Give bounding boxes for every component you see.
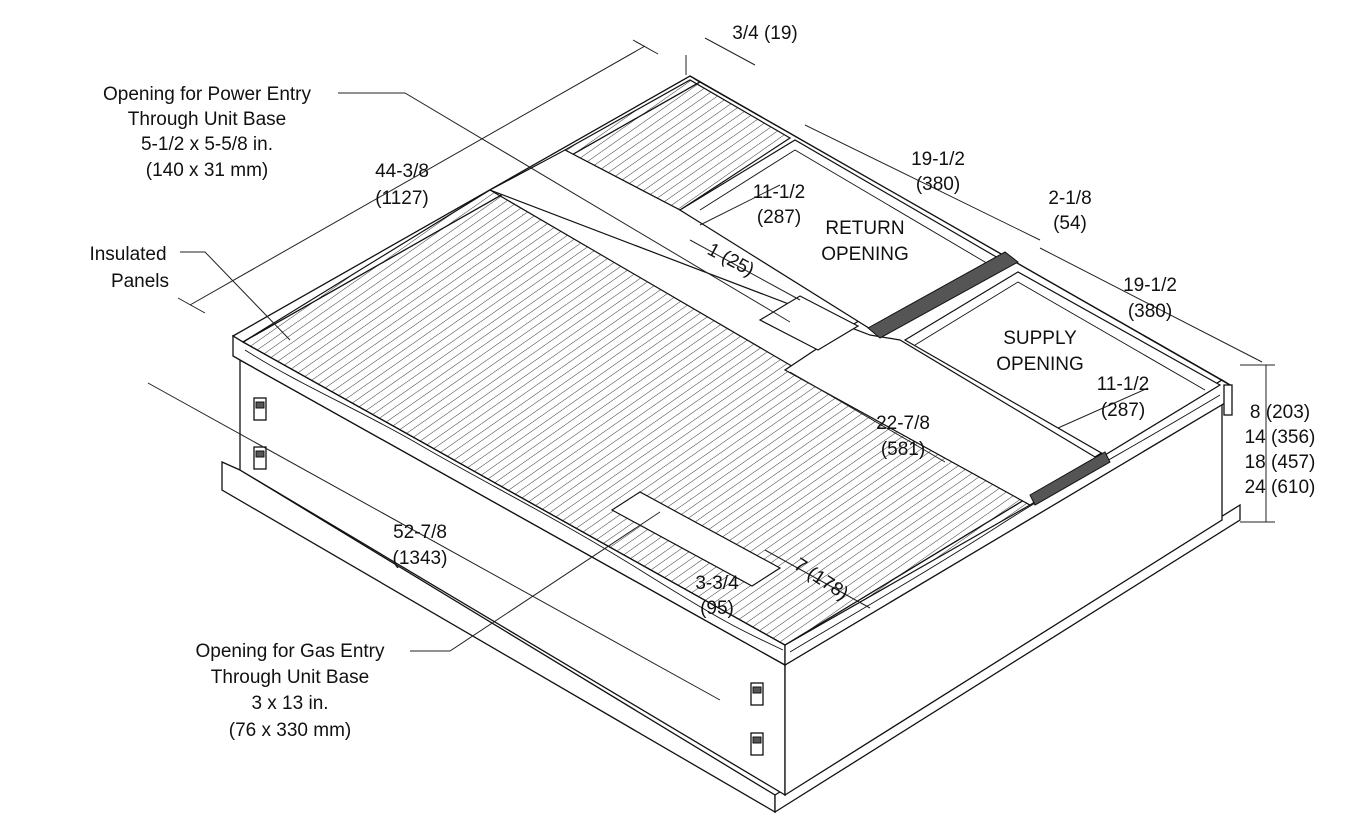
dim-panel-depth: 22-7/8	[876, 413, 930, 434]
dim-supply-width: 11-1/2	[1097, 374, 1149, 395]
callout-insulated-panels: Insulated Panels	[89, 244, 169, 292]
dim-return-length-mm: (380)	[916, 174, 960, 195]
supply-opening-label: SUPPLY OPENING	[996, 328, 1084, 375]
dim-supply-width-mm: (287)	[1101, 400, 1145, 421]
dim-overall-length: 52-7/8	[393, 522, 447, 543]
dim-height-14: 14 (356)	[1245, 427, 1316, 448]
svg-text:OPENING: OPENING	[996, 354, 1084, 375]
supply-opening	[903, 271, 1222, 456]
svg-text:(140 x 31 mm): (140 x 31 mm)	[146, 160, 268, 181]
cross-member	[488, 149, 1102, 506]
dim-supply-length-mm: (380)	[1128, 301, 1172, 322]
nailer-right	[789, 394, 1221, 653]
dim-overall-length-mm: (1343)	[393, 548, 448, 569]
dim-gap-mm: (54)	[1053, 213, 1087, 234]
callout-gas-entry: Opening for Gas Entry Through Unit Base …	[195, 641, 385, 741]
dim-gas-offset: 3-3/4	[695, 573, 739, 594]
dim-gap: 2-1/8	[1048, 188, 1091, 209]
svg-text:5-1/2 x 5-5/8 in.: 5-1/2 x 5-5/8 in.	[141, 134, 273, 155]
dim-return-width: 11-1/2	[753, 182, 805, 203]
dim-supply-length: 19-1/2	[1123, 275, 1177, 296]
dim-return-width-mm: (287)	[757, 207, 801, 228]
dim-height-8: 8 (203)	[1250, 402, 1310, 423]
svg-text:OPENING: OPENING	[821, 244, 909, 265]
svg-text:Insulated: Insulated	[89, 244, 166, 265]
top-rail-back-right	[689, 75, 1231, 386]
callout-power-entry: Opening for Power Entry Through Unit Bas…	[103, 84, 312, 181]
return-divider-bar	[867, 251, 1019, 339]
latch-front-bottom	[750, 732, 764, 756]
return-opening-label: RETURN OPENING	[821, 218, 909, 265]
dim-flange-width: 3/4 (19)	[732, 23, 797, 44]
dim-panel-depth-mm: (581)	[881, 439, 925, 460]
svg-text:Through Unit Base: Through Unit Base	[211, 667, 369, 688]
svg-text:Opening for Gas Entry: Opening for Gas Entry	[195, 641, 385, 662]
supply-end-bar	[1029, 451, 1111, 506]
svg-text:Panels: Panels	[111, 271, 169, 292]
svg-text:RETURN: RETURN	[825, 218, 904, 239]
dim-overall-width-mm: (1127)	[375, 188, 429, 209]
dim-height-24: 24 (610)	[1245, 477, 1316, 498]
leader-lines	[180, 92, 791, 652]
dim-return-length: 19-1/2	[911, 149, 965, 170]
latch-left-top	[253, 397, 267, 421]
svg-text:Opening for Power Entry: Opening for Power Entry	[103, 84, 312, 105]
svg-text:(76 x 330 mm): (76 x 330 mm)	[229, 720, 351, 741]
latch-front-top	[750, 682, 764, 706]
power-entry-opening	[758, 295, 860, 351]
corner-clip	[1223, 384, 1233, 416]
svg-text:SUPPLY: SUPPLY	[1003, 328, 1077, 349]
svg-text:Through Unit Base: Through Unit Base	[128, 109, 286, 130]
dim-height-18: 18 (457)	[1245, 452, 1316, 473]
svg-text:3 x 13 in.: 3 x 13 in.	[251, 693, 328, 714]
latch-left-bottom	[253, 446, 267, 470]
dim-gas-offset-mm: (95)	[700, 598, 734, 619]
supply-inner-edge	[914, 281, 1206, 391]
dimension-lines	[147, 37, 1275, 701]
nailer-left	[244, 349, 784, 651]
return-inner-edge	[699, 149, 991, 266]
dimension-labels: 3/4 (19) 44-3/8 (1127) 19-1/2 (380) 11-1…	[375, 23, 1315, 619]
dim-overall-width: 44-3/8	[375, 161, 429, 182]
